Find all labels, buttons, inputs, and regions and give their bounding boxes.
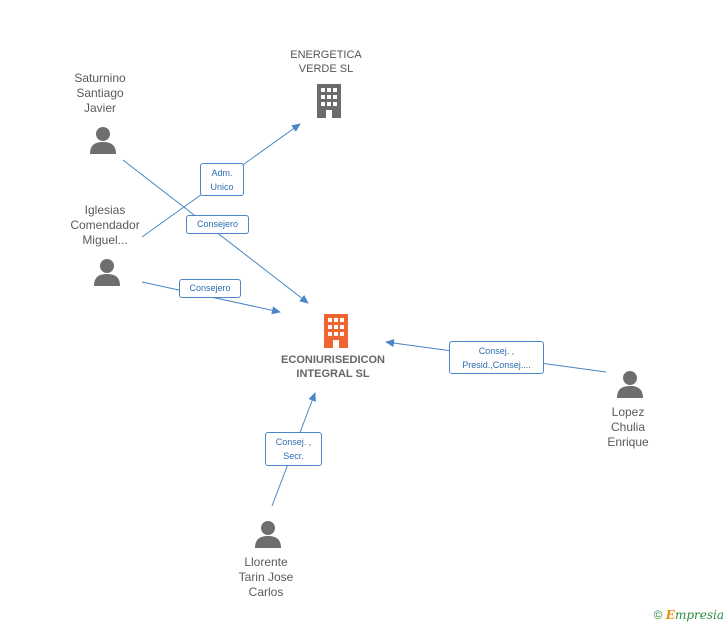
node-saturnino-label: Saturnino Santiago Javier bbox=[50, 71, 150, 116]
node-iglesias-line3: Miguel... bbox=[82, 233, 128, 247]
node-iglesias-label: Iglesias Comendador Miguel... bbox=[55, 203, 155, 248]
edge-label-consejero-saturnino[interactable]: Consejero bbox=[186, 215, 249, 234]
person-icon[interactable] bbox=[93, 258, 121, 286]
edge-label-consej-secr-line1: Consej. , bbox=[275, 437, 312, 447]
node-energetica-label: ENERGETICA VERDE SL bbox=[276, 48, 376, 76]
node-econiurisedicon-line1: ECONIURISEDICON bbox=[281, 354, 385, 366]
edge-label-adm-unico-line2: Unico bbox=[210, 182, 234, 192]
edge-label-consejero-iglesias-line1: Consejero bbox=[189, 283, 231, 293]
node-llorente-label: Llorente Tarin Jose Carlos bbox=[216, 555, 316, 600]
edge-label-consej-secr-line2: Secr. bbox=[283, 451, 304, 461]
edge-label-consejero-iglesias[interactable]: Consejero bbox=[179, 279, 241, 298]
node-econiurisedicon-line2: INTEGRAL SL bbox=[296, 368, 370, 380]
brand-rest: mpresia bbox=[674, 608, 724, 622]
brand-initial: E bbox=[665, 608, 675, 622]
node-saturnino-line2: Santiago bbox=[76, 86, 124, 100]
node-lopez-label: Lopez Chulia Enrique bbox=[578, 405, 678, 450]
node-llorente-line1: Llorente bbox=[244, 555, 288, 569]
node-econiurisedicon-label: ECONIURISEDICON INTEGRAL SL bbox=[266, 353, 400, 381]
footer-brand: © Empresia bbox=[654, 608, 724, 622]
node-iglesias-line1: Iglesias bbox=[84, 203, 126, 217]
node-llorente-line2: Tarin Jose bbox=[238, 570, 294, 584]
building-icon[interactable] bbox=[313, 84, 345, 118]
empresia-logo: Empresia bbox=[666, 608, 724, 622]
edge-label-consej-presid-line1: Consej. , bbox=[478, 346, 515, 356]
node-energetica-line2: VERDE SL bbox=[298, 63, 354, 75]
edge-label-adm-unico-line1: Adm. bbox=[211, 168, 233, 178]
edge-label-consej-presid[interactable]: Consej. , Presid.,Consej.... bbox=[449, 341, 544, 374]
node-saturnino-line3: Javier bbox=[83, 101, 116, 115]
node-lopez-line3: Enrique bbox=[607, 435, 649, 449]
edge-label-consejero-saturnino-line1: Consejero bbox=[196, 219, 239, 229]
building-icon-main[interactable] bbox=[321, 314, 351, 348]
node-lopez-line2: Chulia bbox=[610, 420, 646, 434]
person-icon[interactable] bbox=[616, 370, 644, 398]
node-lopez-line1: Lopez bbox=[611, 405, 645, 419]
node-saturnino-line1: Saturnino bbox=[74, 71, 126, 85]
edge-label-adm-unico[interactable]: Adm. Unico bbox=[200, 163, 244, 196]
person-icon[interactable] bbox=[89, 126, 117, 154]
edge-label-consej-presid-line2: Presid.,Consej.... bbox=[462, 360, 531, 370]
node-energetica-line1: ENERGETICA bbox=[290, 49, 362, 61]
edge-label-consej-secr[interactable]: Consej. , Secr. bbox=[265, 432, 322, 466]
node-iglesias-line2: Comendador bbox=[70, 218, 140, 232]
node-llorente-line3: Carlos bbox=[248, 585, 284, 599]
copyright-icon: © bbox=[653, 608, 663, 622]
person-icon[interactable] bbox=[254, 520, 282, 548]
